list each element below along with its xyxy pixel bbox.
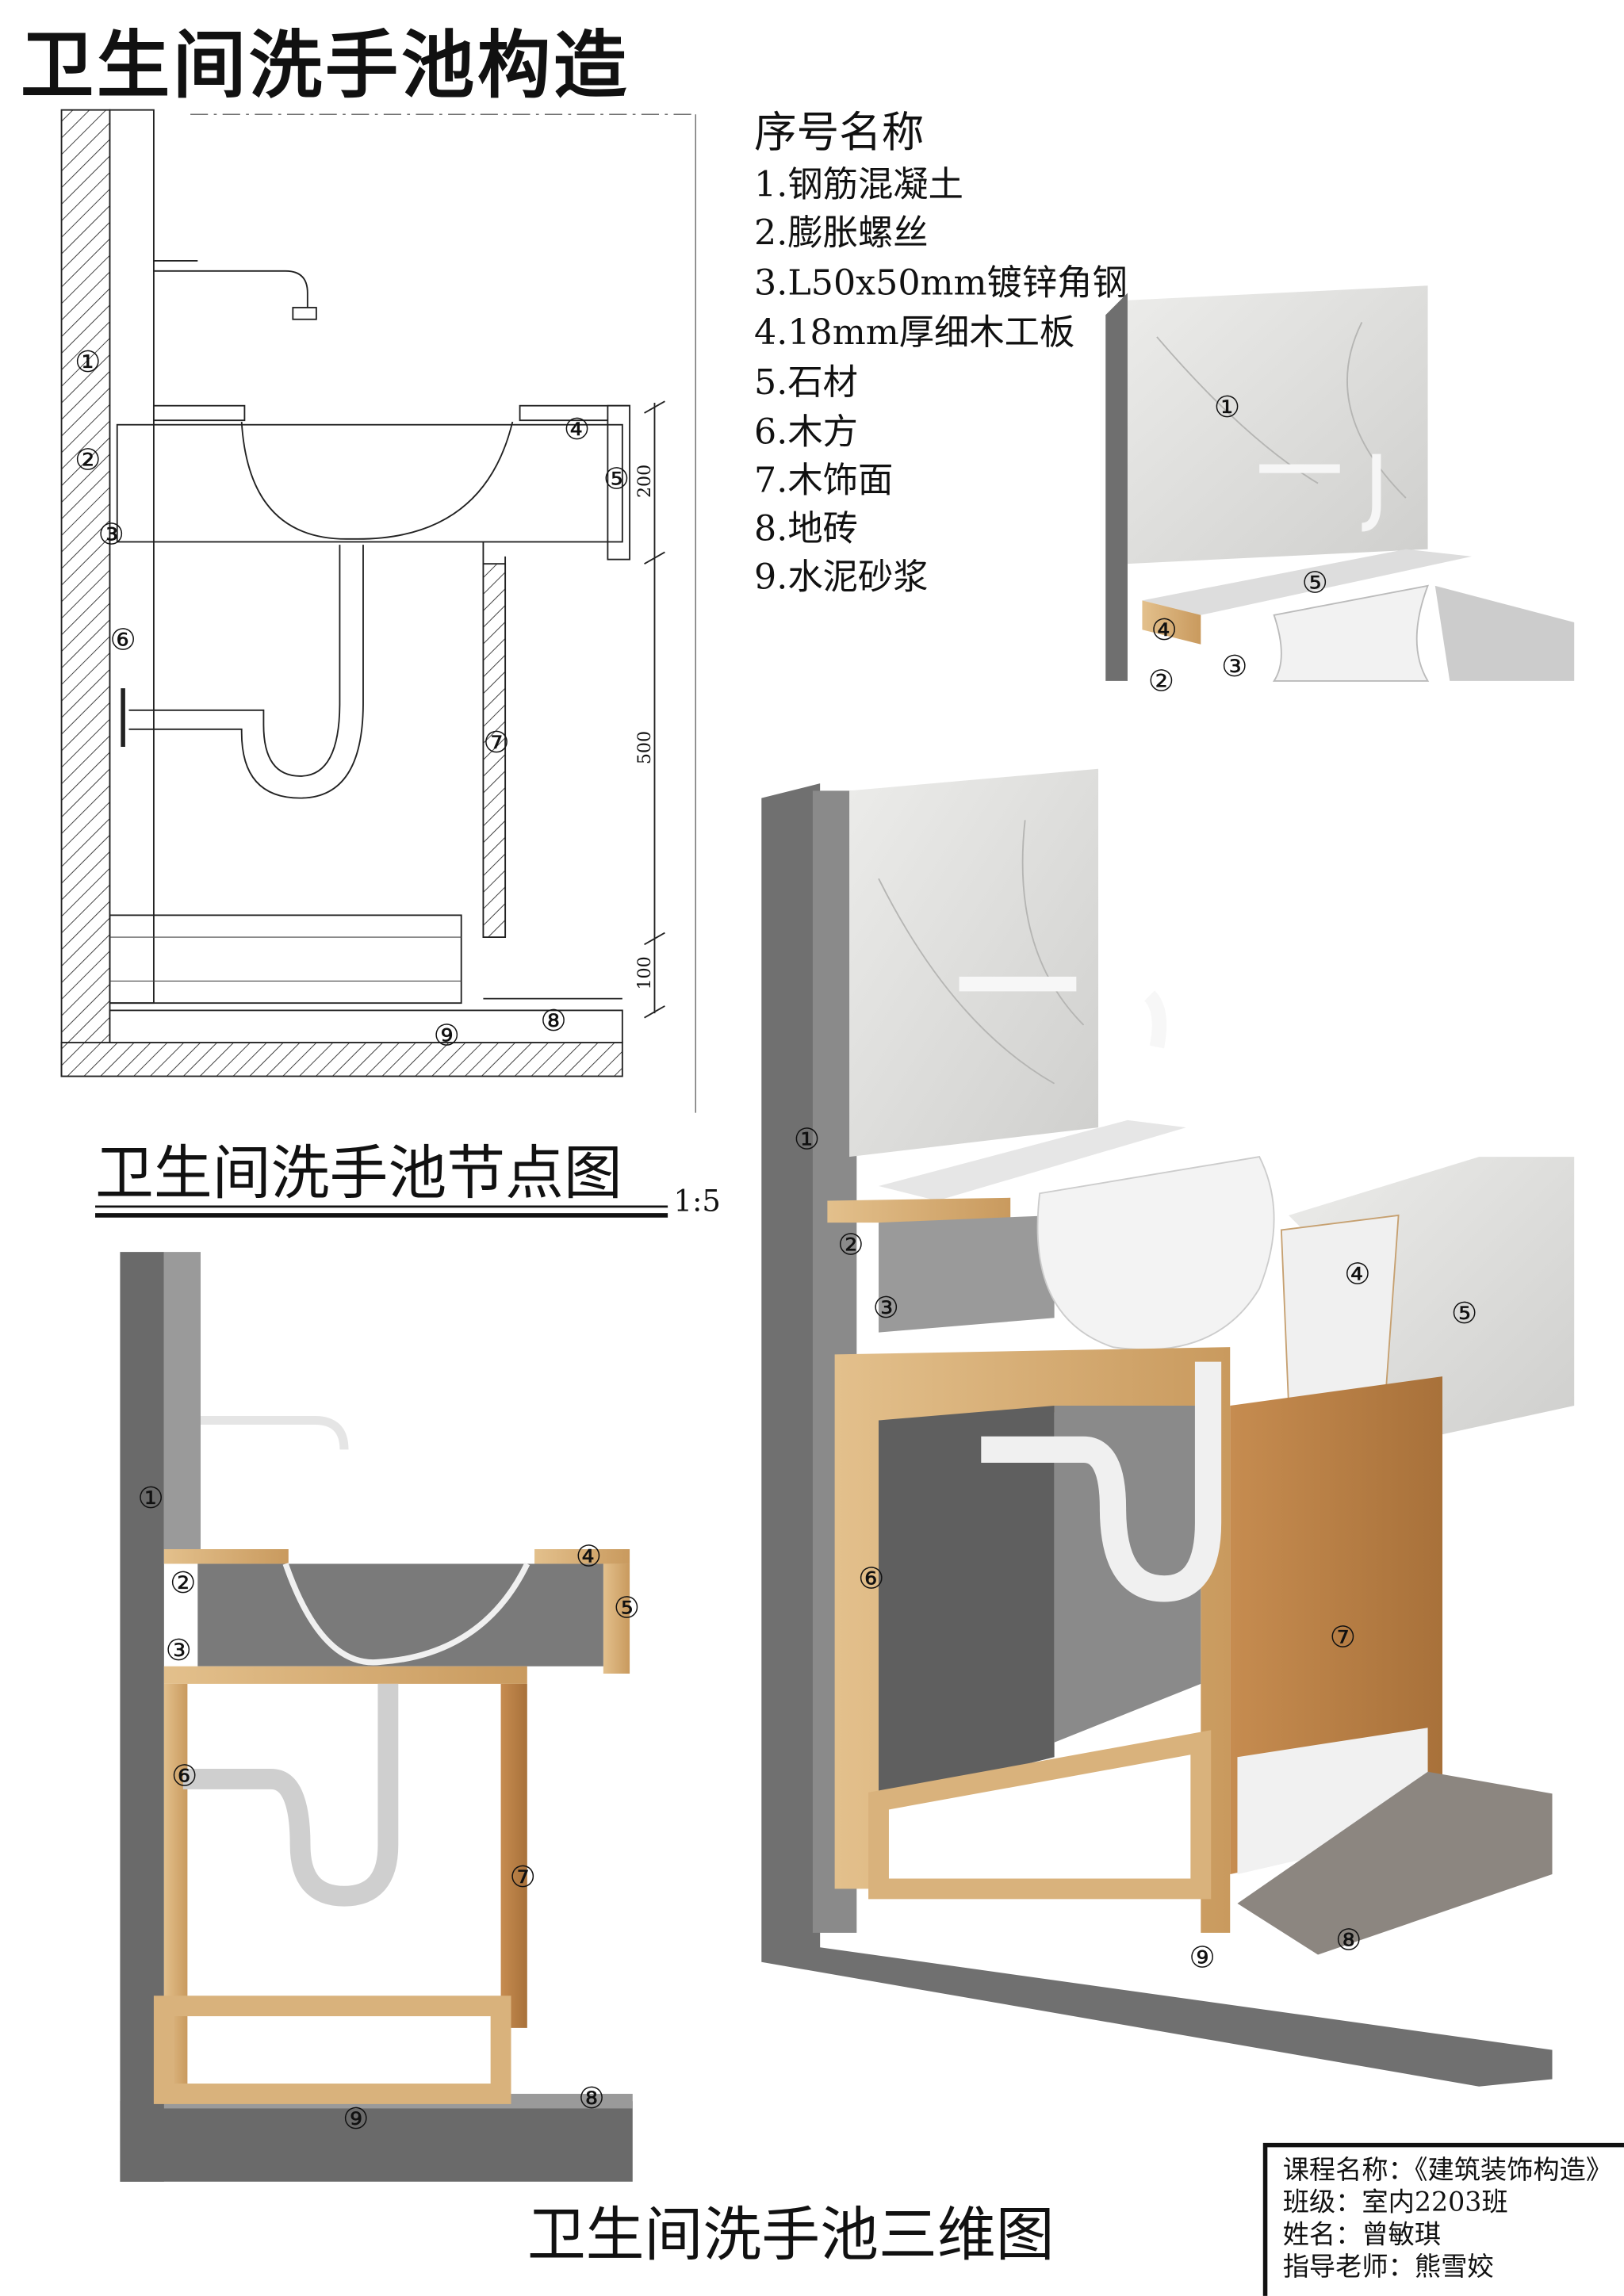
legend-item: 4.18mm厚细木工板 <box>754 312 1074 353</box>
detail-caption: 卫生间洗手池节点图 <box>95 1139 622 1207</box>
scale-label: 1:5 <box>673 1184 720 1218</box>
label-2: ② <box>170 1566 196 1600</box>
small-3d-view: ① ② ③ ④ ⑤ <box>1105 285 1575 698</box>
label-4: ④ <box>576 1540 602 1574</box>
label-1: ① <box>138 1481 164 1515</box>
label-9: ⑨ <box>1189 1941 1216 1975</box>
label-7: ⑦ <box>1330 1620 1356 1654</box>
legend-item: 3.L50x50mm镀锌角钢 <box>754 262 1128 303</box>
class-name: 班级：室内2203班 <box>1283 2187 1508 2218</box>
label-5: ⑤ <box>1451 1296 1477 1330</box>
label-1: ① <box>75 345 101 379</box>
label-5: ⑤ <box>614 1590 640 1624</box>
label-6: ⑥ <box>171 1759 197 1793</box>
legend-item: 1.钢筋混凝土 <box>754 165 963 205</box>
label-9: ⑨ <box>434 1018 460 1052</box>
dimension-200: 200 <box>634 465 655 498</box>
label-3: ③ <box>98 518 124 552</box>
legend-item: 7.木饰面 <box>754 461 893 501</box>
label-7: ⑦ <box>483 725 509 760</box>
label-1: ① <box>794 1122 820 1156</box>
label-4: ④ <box>1151 613 1178 647</box>
label-1: ① <box>1214 390 1240 424</box>
legend-item: 5.石材 <box>754 362 858 403</box>
dimension-100: 100 <box>634 956 655 989</box>
teacher-name: 指导老师：熊雪姣 <box>1283 2251 1494 2282</box>
label-3: ③ <box>1221 649 1247 683</box>
label-4: ④ <box>1344 1257 1370 1291</box>
label-6: ⑥ <box>110 623 136 657</box>
label-8: ⑧ <box>1335 1923 1362 1957</box>
course-name: 课程名称：《建筑装饰构造》 <box>1283 2154 1612 2185</box>
student-name: 姓名：曾敏琪 <box>1283 2218 1441 2249</box>
label-2: ② <box>837 1227 864 1261</box>
legend-item: 2.膨胀螺丝 <box>754 213 929 254</box>
label-3: ③ <box>873 1291 899 1325</box>
legend-item: 8.地砖 <box>754 509 858 549</box>
label-9: ⑨ <box>343 2102 369 2136</box>
detail-drawing: 200 500 100 ① ② ③ ④ ⑤ ⑥ ⑦ ⑧ ⑨ <box>60 109 696 1113</box>
legend-item: 6.木方 <box>754 412 858 453</box>
legend: 序号名称 1.钢筋混凝土 2.膨胀螺丝 3.L50x50mm镀锌角钢 4.18m… <box>754 107 1128 598</box>
dimension-line: 200 500 100 <box>634 400 665 1019</box>
legend-header: 序号名称 <box>754 107 924 157</box>
page-title: 卫生间洗手池构造 <box>21 22 630 109</box>
label-8: ⑧ <box>541 1004 567 1038</box>
label-5: ⑤ <box>1302 566 1328 600</box>
dimension-500: 500 <box>634 731 655 764</box>
label-5: ⑤ <box>603 462 630 496</box>
label-6: ⑥ <box>858 1561 884 1595</box>
label-7: ⑦ <box>510 1860 536 1894</box>
section-3d-view: ① ② ③ ④ ⑤ ⑥ ⑦ ⑧ ⑨ <box>120 1252 640 2182</box>
section-caption: 卫生间洗手池三维图 <box>527 2201 1055 2269</box>
label-4: ④ <box>564 412 590 446</box>
label-3: ③ <box>166 1633 192 1667</box>
title-block: 课程名称：《建筑装饰构造》 班级：室内2203班 姓名：曾敏琪 指导老师：熊雪姣 <box>1262 2142 1624 2296</box>
legend-item: 9.水泥砂浆 <box>754 557 929 598</box>
label-8: ⑧ <box>579 2081 605 2115</box>
label-2: ② <box>75 443 101 477</box>
label-2: ② <box>1148 664 1174 698</box>
large-3d-view: ① ② ③ ④ ⑤ ⑥ ⑦ ⑧ ⑨ <box>761 768 1575 2087</box>
